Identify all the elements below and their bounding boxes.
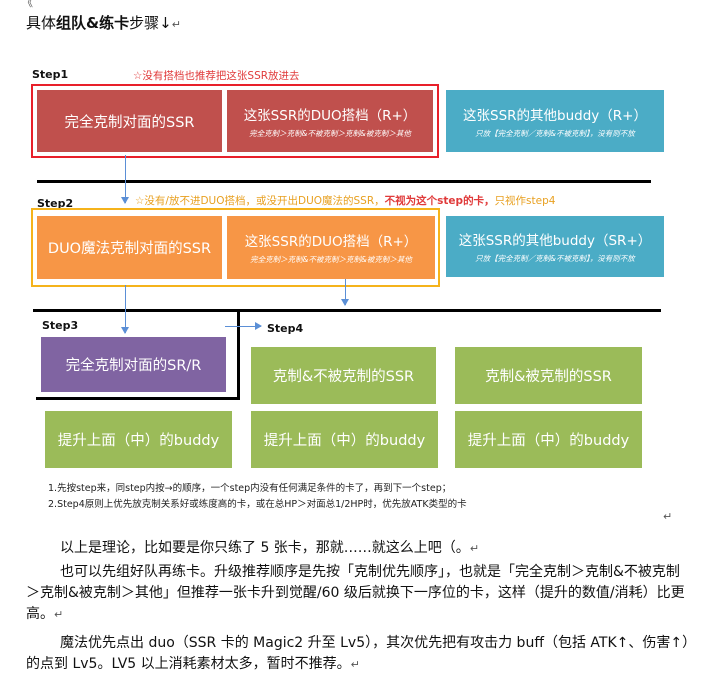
paragraph-2: 也可以先组好队再练卡。升级推荐顺序是先按「克制优先顺序」，也就是「完全克制＞克制… bbox=[26, 562, 691, 625]
step2-box2-sub: 完全克制＞克制&不被克制＞克制&被克制＞其他 bbox=[250, 255, 412, 264]
step1-box-other-buddy: 这张SSR的其他buddy（R+） 只放【完全克制／克制&不被克制】，没有则不放 bbox=[446, 90, 664, 152]
step1-box-duo-partner: 这张SSR的DUO搭档（R+） 完全克制＞克制&不被克制＞克制&被克制＞其他 bbox=[227, 90, 433, 152]
step2-note-b: 不视为这个step的卡， bbox=[384, 195, 495, 207]
step1-frame bbox=[31, 84, 439, 158]
heading-bold: 组队&练卡 bbox=[56, 14, 130, 32]
step3-box-boost: 提升上面（中）的buddy bbox=[45, 411, 232, 468]
paragraph-1-mark: ↵ bbox=[469, 542, 480, 555]
step4-label: Step4 bbox=[267, 322, 304, 335]
top-mark: 《 bbox=[22, 0, 33, 9]
step3-label: Step3 bbox=[42, 319, 79, 332]
step2-note-a: ☆没有/放不进DUO搭档，或没开出DUO魔法的SSR， bbox=[135, 195, 385, 207]
step4-boost-b-text: 提升上面（中）的buddy bbox=[467, 433, 630, 449]
paragraph-2-text: 也可以先组好队再练卡。升级推荐顺序是先按「克制优先顺序」，也就是「完全克制＞克制… bbox=[26, 564, 685, 622]
step2-label: Step2 bbox=[37, 197, 74, 210]
step1-label: Step1 bbox=[32, 68, 69, 81]
step2-box-other-buddy: 这张SSR的其他buddy（SR+） 只放【完全克制／克制&不被克制】，没有则不… bbox=[446, 216, 664, 277]
divider-2 bbox=[33, 309, 661, 312]
arrow-step3-to-step4 bbox=[225, 322, 262, 330]
step3-boost-text: 提升上面（中）的buddy bbox=[57, 433, 220, 449]
paragraph-mark: ↵ bbox=[171, 18, 181, 31]
arrow-step2-to-step4 bbox=[341, 279, 349, 306]
step1-box-complete-counter-ssr: 完全克制对面的SSR bbox=[37, 90, 222, 152]
step1-box3-text: 这张SSR的其他buddy（R+） bbox=[463, 107, 647, 124]
step3-box-sr-r: 完全克制对面的SR/R bbox=[41, 337, 226, 392]
heading: 具体组队&练卡步骤↓↵ bbox=[26, 12, 181, 33]
step1-box3-sub: 只放【完全克制／克制&不被克制】，没有则不放 bbox=[475, 128, 635, 138]
step2-box3-text: 这张SSR的其他buddy（SR+） bbox=[458, 233, 652, 249]
paragraph-mark-footnotes: ↵ bbox=[663, 510, 673, 523]
footnote-1: 1.先按step来，同step内按→的顺序，一个step内没有任何满足条件的卡了… bbox=[48, 483, 452, 494]
step3-divider-vertical bbox=[237, 311, 240, 399]
step4-boost-a-text: 提升上面（中）的buddy bbox=[263, 433, 426, 449]
step2-frame bbox=[31, 208, 440, 287]
footnote-2: 2.Step4原则上优先放克制关系好或练度高的卡，或在总HP＞对面总1/2HP时… bbox=[48, 499, 467, 510]
step4-box-b-text: 克制&被克制的SSR bbox=[485, 369, 612, 385]
step4-box-counter-countered: 克制&被克制的SSR bbox=[455, 347, 642, 404]
arrow-step1-to-step2 bbox=[121, 155, 129, 204]
step4-box-counter-not-countered: 克制&不被克制的SSR bbox=[251, 347, 436, 404]
step2-box2-text: 这张SSR的DUO搭档（R+） bbox=[244, 234, 418, 250]
step1-box1-text: 完全克制对面的SSR bbox=[64, 114, 195, 131]
paragraph-1-text: 以上是理论，比如要是你只练了 5 张卡，那就……就这么上吧（。 bbox=[60, 540, 470, 556]
step1-box2-sub: 完全克制＞克制&不被克制＞克制&被克制＞其他 bbox=[249, 128, 411, 138]
step2-box-duo-partner: 这张SSR的DUO搭档（R+） 完全克制＞克制&不被克制＞克制&被克制＞其他 bbox=[227, 216, 435, 279]
step2-note: ☆没有/放不进DUO搭档，或没开出DUO魔法的SSR，不视为这个step的卡，只… bbox=[135, 193, 555, 208]
step2-note-c: 只视作step4 bbox=[494, 195, 556, 207]
heading-pre: 具体 bbox=[26, 14, 57, 32]
arrow-step2-to-step3 bbox=[121, 285, 129, 334]
paragraph-3-text: 魔法优先点出 duo（SSR 卡的 Magic2 升至 Lv5），其次优先把有攻… bbox=[26, 635, 690, 672]
heading-post: 步骤↓ bbox=[129, 14, 172, 32]
footnotes: 1.先按step来，同step内按→的顺序，一个step内没有任何满足条件的卡了… bbox=[48, 481, 668, 513]
paragraph-1: 以上是理论，比如要是你只练了 5 张卡，那就……就这么上吧（。↵ bbox=[26, 538, 686, 559]
step3-divider-bottom bbox=[36, 397, 240, 400]
step2-box-duo-counter-ssr: DUO魔法克制对面的SSR bbox=[37, 216, 222, 279]
step1-note: ☆没有搭档也推荐把这张SSR放进去 bbox=[133, 70, 300, 82]
step4-boost-a: 提升上面（中）的buddy bbox=[251, 411, 438, 468]
step1-box2-text: 这张SSR的DUO搭档（R+） bbox=[243, 107, 417, 124]
step4-box-a-text: 克制&不被克制的SSR bbox=[272, 369, 415, 385]
step2-box1-text: DUO魔法克制对面的SSR bbox=[47, 241, 212, 257]
paragraph-3: 魔法优先点出 duo（SSR 卡的 Magic2 升至 Lv5），其次优先把有攻… bbox=[26, 633, 691, 675]
step4-boost-b: 提升上面（中）的buddy bbox=[455, 411, 642, 468]
paragraph-3-mark: ↵ bbox=[350, 658, 360, 671]
divider-1 bbox=[37, 180, 651, 183]
step2-box3-sub: 只放【完全克制／克制&不被克制】，没有则不放 bbox=[475, 254, 635, 263]
paragraph-2-mark: ↵ bbox=[54, 608, 64, 621]
step3-box-text: 完全克制对面的SR/R bbox=[65, 358, 202, 374]
